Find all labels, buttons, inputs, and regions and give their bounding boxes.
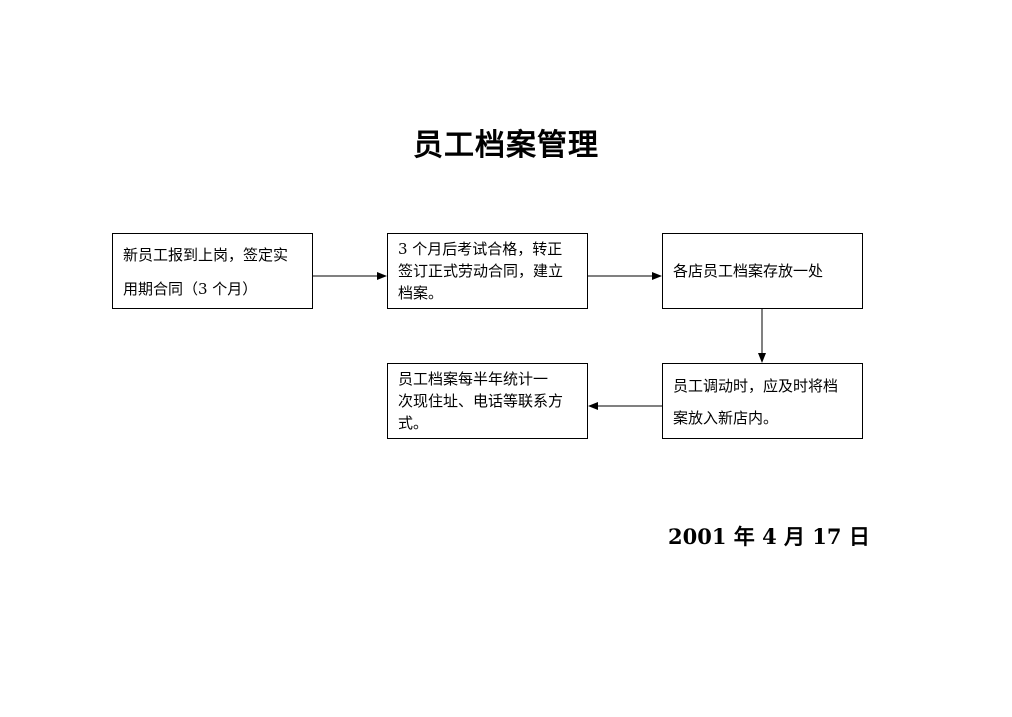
page-title: 员工档案管理 [413, 128, 599, 163]
flow-step-contact-update: 员工档案每半年统计一 次现住址、电话等联系方 式。 [387, 363, 588, 439]
flow-step-probation-pass: 3 个月后考试合格，转正 签订正式劳动合同，建立 档案。 [387, 233, 588, 309]
flow-step-text: 员工调动时，应及时将档 案放入新店内。 [673, 377, 839, 427]
flow-step-transfer: 员工调动时，应及时将档 案放入新店内。 [662, 363, 863, 439]
flow-step-archive-storage: 各店员工档案存放一处 [662, 233, 863, 309]
flow-step-new-employee: 新员工报到上岗，签定实 用期合同（3 个月） [112, 233, 313, 309]
flow-step-text: 新员工报到上岗，签定实 用期合同（3 个月） [123, 246, 289, 298]
flow-step-text: 3 个月后考试合格，转正 签订正式劳动合同，建立 档案。 [398, 240, 564, 302]
flow-step-text: 员工档案每半年统计一 次现住址、电话等联系方 式。 [398, 370, 564, 432]
flow-step-text: 各店员工档案存放一处 [673, 262, 824, 280]
document-date: 2001 年 4 月 17 日 [668, 524, 870, 549]
